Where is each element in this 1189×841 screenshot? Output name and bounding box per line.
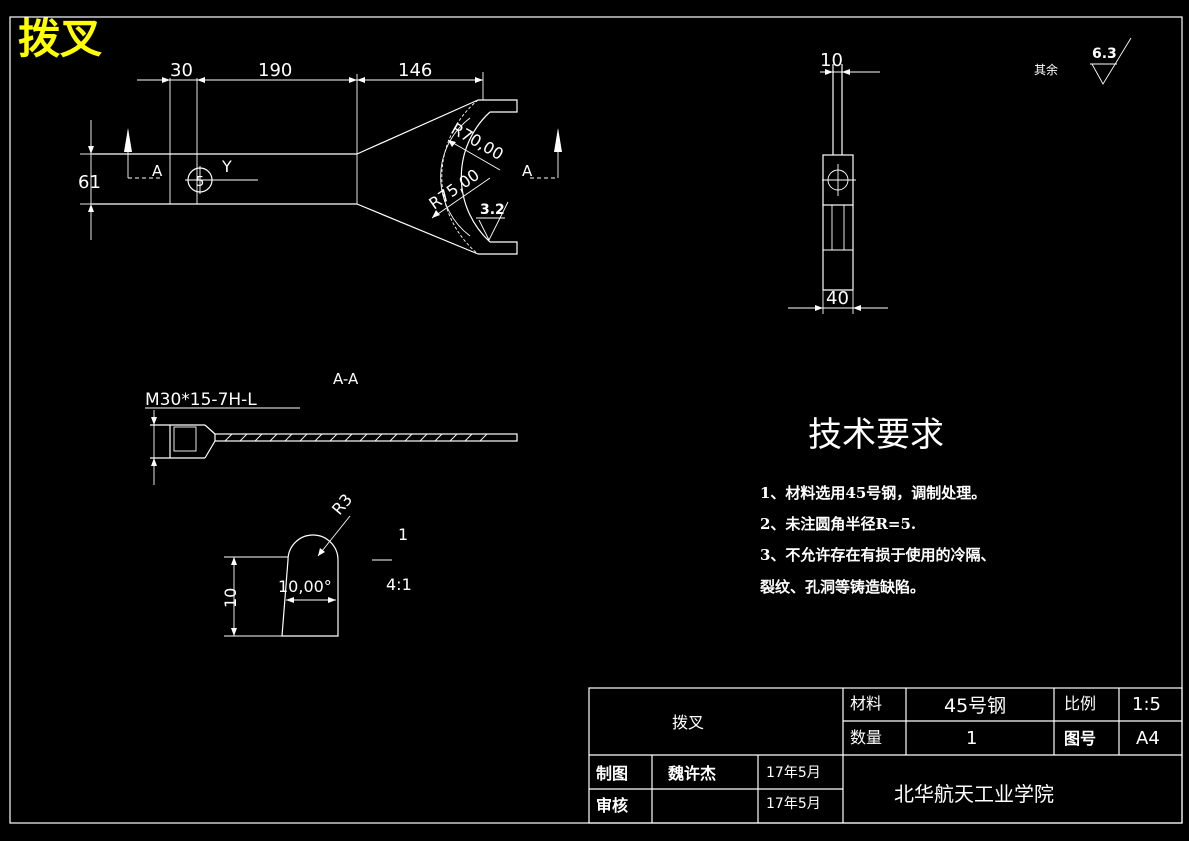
roughness-note: 其余 [1034, 62, 1058, 77]
tb-material-value: 45号钢 [944, 695, 1007, 717]
tb-drawn-date: 17年5月 [766, 765, 821, 781]
dim-61: 61 [78, 172, 101, 193]
roughness-general: 6.3 [1092, 46, 1117, 62]
roughness-local: 3.2 [480, 202, 505, 218]
dim-30: 30 [170, 60, 193, 81]
dim-angle: 10,00° [278, 577, 332, 596]
tb-part-name: 拨叉 [672, 713, 705, 732]
drawing-frame [9, 16, 1183, 824]
thread-spec: M30*15-7H-L [145, 390, 257, 410]
tb-scale-label: 比例 [1064, 694, 1097, 713]
section-a-right: A [522, 162, 533, 180]
tb-drawing-no-label: 图号 [1064, 729, 1097, 748]
dim-40: 40 [826, 288, 849, 309]
tb-check-date: 17年5月 [766, 796, 821, 812]
tech-req-item-3: 3、不允许存在有损于使用的冷隔、 [760, 546, 996, 564]
detail-scale: 4:1 [386, 575, 412, 594]
dim-146: 146 [398, 60, 432, 81]
hole-label: 5 [196, 175, 204, 190]
dim-10-top: 10 [820, 50, 843, 71]
tb-check-label: 审核 [596, 796, 629, 815]
tb-material-label: 材料 [850, 694, 883, 713]
title-block-grid [588, 687, 1183, 824]
tech-req-item-4: 裂纹、孔洞等铸造缺陷。 [760, 578, 926, 596]
tb-drawn-label: 制图 [596, 764, 629, 783]
tech-req-item-1: 1、材料选用45号钢，调制处理。 [760, 484, 987, 502]
tb-drawing-no-value: A4 [1136, 728, 1160, 749]
tb-qty-value: 1 [966, 728, 978, 749]
dim-10-detail: 10 [221, 588, 240, 608]
main-view-labels: 30 190 146 61 A A Y 5 R70,00 R75,00 3.2 [78, 60, 533, 218]
tech-req-item-2: 2、未注圆角半径R=5. [760, 515, 917, 533]
side-view [788, 64, 888, 314]
drawing-title: 拨叉 [18, 14, 103, 63]
y-label: Y [221, 157, 232, 176]
dim-r3: R3 [328, 490, 356, 519]
detail-view [224, 515, 392, 637]
detail-number: 1 [398, 525, 408, 544]
tb-scale-value: 1:5 [1132, 694, 1161, 715]
tb-school: 北华航天工业学院 [894, 782, 1054, 806]
roughness-general-symbol [1090, 37, 1132, 85]
dim-190: 190 [258, 60, 292, 81]
main-view [80, 72, 562, 255]
tech-req-heading: 技术要求 [808, 415, 944, 455]
tb-qty-label: 数量 [850, 728, 883, 747]
section-view [145, 407, 518, 485]
tb-drawn-name: 魏许杰 [668, 764, 717, 783]
section-title: A-A [333, 370, 359, 388]
section-a-left: A [152, 162, 163, 180]
